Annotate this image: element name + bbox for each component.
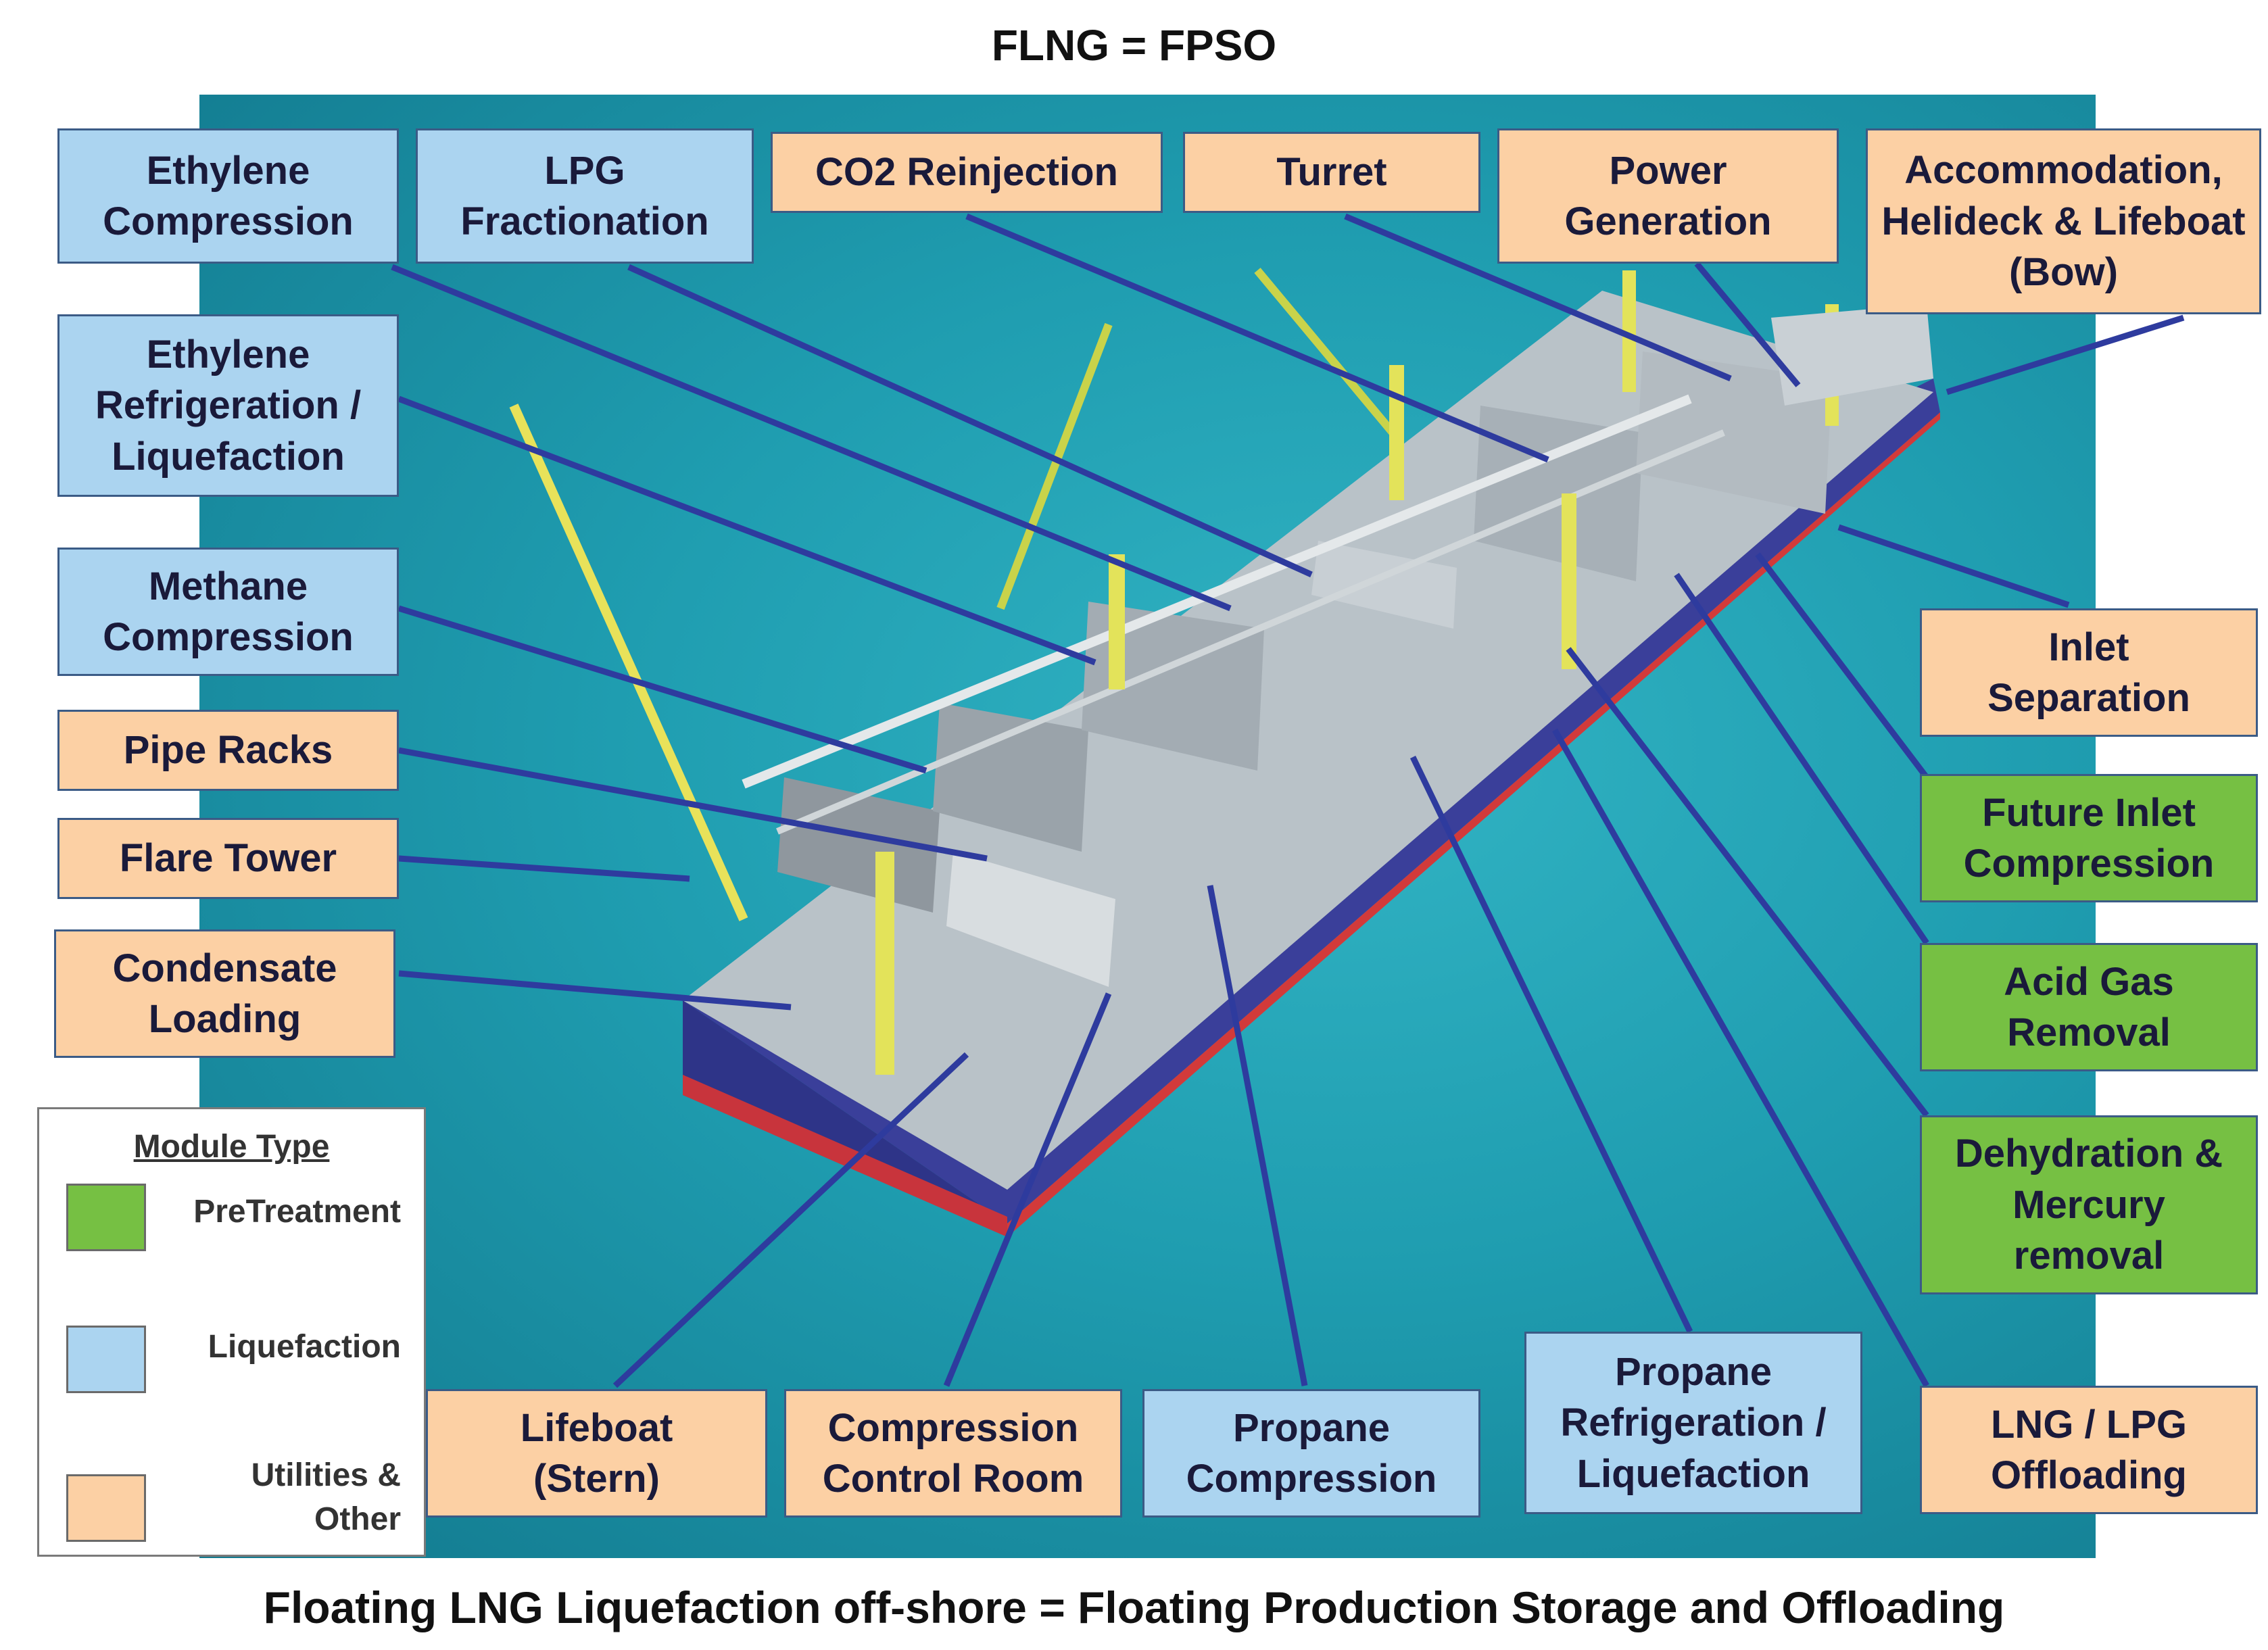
label-compression-control-room: Compression Control Room: [784, 1389, 1122, 1518]
label-propane-refrigeration-liquefaction: Propane Refrigeration / Liquefaction: [1524, 1332, 1862, 1514]
legend-swatch-utilities-other: [66, 1474, 146, 1542]
legend-swatch-pretreatment: [66, 1184, 146, 1251]
label-flare-tower: Flare Tower: [57, 818, 399, 899]
label-methane-compression: Methane Compression: [57, 548, 399, 676]
module-type-legend: Module Type PreTreatment Liquefaction Ut…: [37, 1107, 426, 1557]
legend-label-utilities-other: Utilities & Other: [222, 1454, 401, 1542]
label-dehydration-mercury-removal: Dehydration & Mercury removal: [1920, 1115, 2258, 1294]
legend-title: Module Type: [39, 1128, 424, 1165]
label-propane-compression: Propane Compression: [1142, 1389, 1480, 1518]
legend-label-pretreatment: PreTreatment: [158, 1190, 401, 1234]
label-future-inlet-compression: Future Inlet Compression: [1920, 774, 2258, 902]
label-condensate-loading: Condensate Loading: [54, 929, 395, 1058]
legend-label-liquefaction: Liquefaction: [158, 1326, 401, 1369]
label-co2-reinjection: CO2 Reinjection: [771, 132, 1163, 213]
label-ethylene-refrigeration-liquefaction: Ethylene Refrigeration / Liquefaction: [57, 314, 399, 497]
label-inlet-separation: Inlet Separation: [1920, 608, 2258, 737]
label-ethylene-compression: Ethylene Compression: [57, 128, 399, 264]
legend-swatch-liquefaction: [66, 1326, 146, 1393]
label-lpg-fractionation: LPG Fractionation: [416, 128, 754, 264]
label-acid-gas-removal: Acid Gas Removal: [1920, 943, 2258, 1071]
label-turret: Turret: [1183, 132, 1480, 213]
label-power-generation: Power Generation: [1497, 128, 1839, 264]
label-lifeboat-stern: Lifeboat (Stern): [426, 1389, 767, 1518]
label-lng-lpg-offloading: LNG / LPG Offloading: [1920, 1386, 2258, 1514]
diagram-caption: Floating LNG Liquefaction off-shore = Fl…: [0, 1582, 2268, 1633]
label-pipe-racks: Pipe Racks: [57, 710, 399, 791]
label-accommodation-helideck-lifeboat-bow: Accommodation, Helideck & Lifeboat (Bow): [1866, 128, 2261, 314]
